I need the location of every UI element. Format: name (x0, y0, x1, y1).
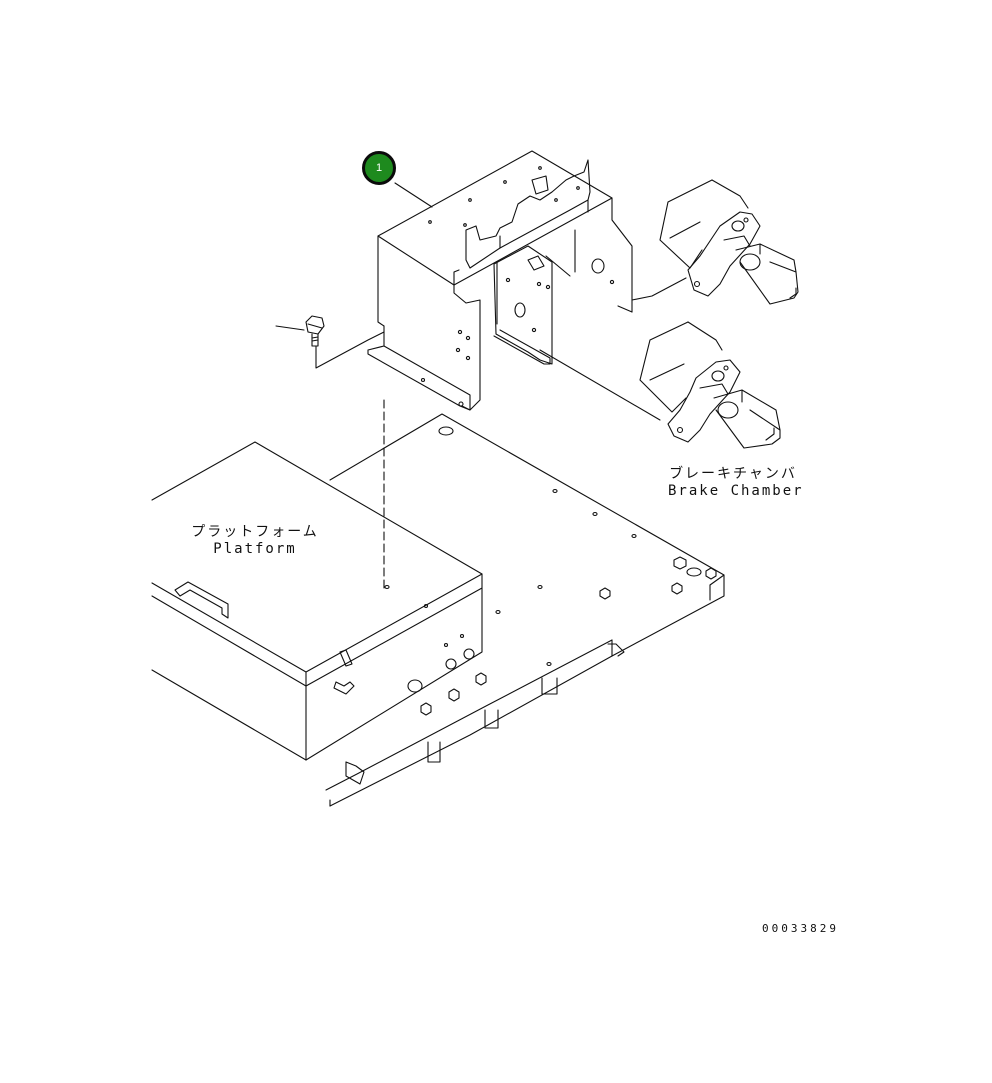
platform-box (151, 441, 483, 761)
callout-1-number: 1 (375, 162, 383, 174)
leader-lines (275, 182, 687, 589)
deck-nuts (420, 556, 717, 716)
brake-chamber-label-en: Brake Chamber (668, 483, 804, 499)
deck-holes (384, 426, 702, 667)
brake-chamber-lower (639, 321, 781, 449)
platform-deck (325, 413, 725, 807)
mount-bracket (367, 150, 633, 411)
callout-1-badge: 1 (362, 151, 396, 185)
brake-chamber-label-ja: ブレーキチャンバ (669, 466, 797, 482)
brake-chamber-label: ブレーキチャンバ Brake Chamber (668, 466, 804, 500)
platform-label-ja: プラットフォーム (191, 524, 319, 540)
bolt (305, 315, 325, 347)
platform-label: プラットフォーム Platform (190, 524, 320, 558)
platform-label-en: Platform (213, 541, 297, 557)
drawing-number: 00033829 (762, 922, 839, 935)
deck-brackets (345, 643, 625, 785)
brake-chamber-upper (659, 179, 799, 305)
